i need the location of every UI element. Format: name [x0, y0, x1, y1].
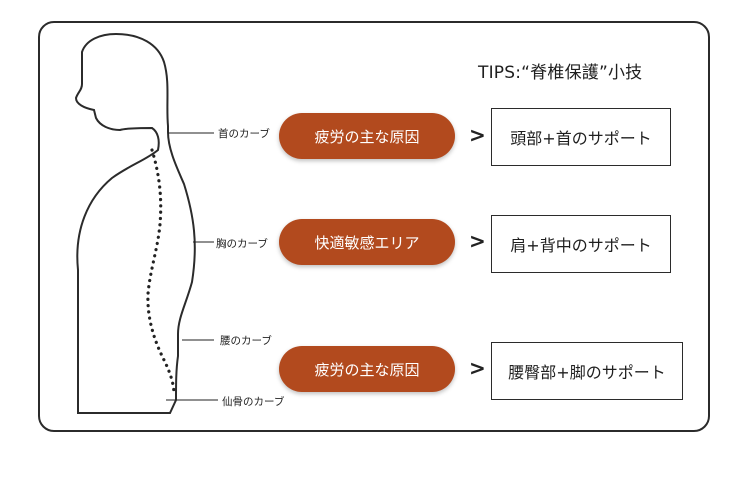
arrow-3: >: [469, 356, 486, 380]
tips-title: TIPS:“脊椎保護”小技: [478, 63, 643, 83]
waist-curve-label: 腰のカーブ: [220, 335, 272, 347]
support-box-3: 腰臀部+脚のサポート: [491, 342, 683, 400]
diagram-frame: [38, 21, 710, 432]
support-box-1: 頭部+首のサポート: [491, 108, 671, 166]
arrow-1: >: [469, 123, 486, 147]
cause-pill-1: 疲労の主な原因: [279, 113, 455, 159]
cause-pill-2: 快適敏感エリア: [279, 219, 455, 265]
spine-curve: [146, 148, 176, 396]
arrow-2: >: [469, 229, 486, 253]
chest-curve-label: 胸のカーブ: [216, 238, 268, 250]
sacrum-curve-label: 仙骨のカーブ: [222, 396, 285, 408]
support-box-2: 肩+背中のサポート: [491, 215, 671, 273]
cause-pill-3: 疲労の主な原因: [279, 346, 455, 392]
neck-curve-label: 首のカーブ: [218, 128, 270, 140]
body-outline: [74, 32, 196, 414]
